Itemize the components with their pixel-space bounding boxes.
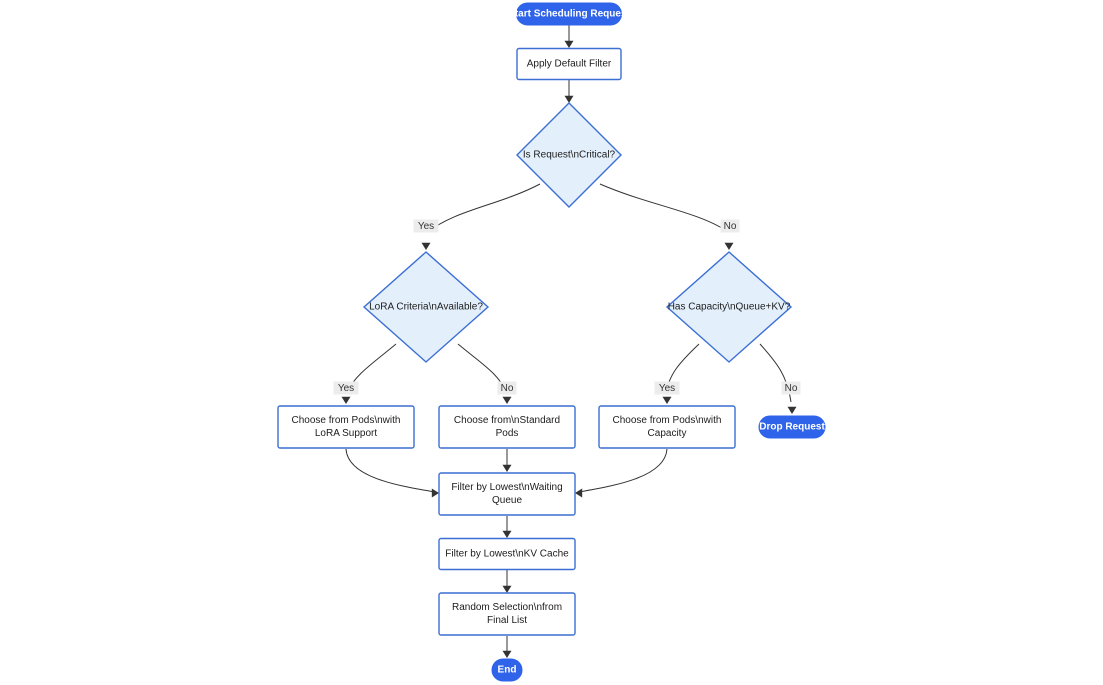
node-label: Pods (496, 428, 519, 439)
edge-arrowhead (502, 464, 512, 472)
edge-choose_standard_pods-to-filter_waiting_queue (502, 449, 512, 472)
node-has_capacity[interactable]: Has Capacity\nQueue+KV? (665, 251, 793, 363)
node-shape-diamond (516, 102, 622, 208)
edge-lora_criteria_available-to-choose_lora_pods (341, 343, 397, 404)
node-shape-stadium (516, 2, 622, 26)
node-end[interactable]: End (491, 658, 523, 682)
edge-has_capacity-to-choose_capacity_pods (662, 343, 700, 404)
node-is_request_critical[interactable]: Is Request\nCritical? (516, 102, 622, 208)
edge-is_request_critical-to-lora_criteria_available (421, 183, 541, 250)
node-start[interactable]: Start Scheduling Request (508, 2, 631, 26)
node-shape-rect (438, 405, 576, 449)
edge-arrowhead (564, 40, 574, 48)
node-shape-rect (438, 592, 576, 636)
edge-label-text: Yes (338, 383, 354, 394)
edge-arrowhead (341, 396, 351, 404)
edge-label-no-3: No (720, 219, 740, 233)
edge-lora_criteria_available-to-choose_standard_pods (457, 343, 512, 404)
node-shape-diamond (665, 251, 793, 363)
edge-arrowhead (575, 488, 583, 498)
node-label: LoRA Criteria\nAvailable? (369, 302, 483, 313)
edge-arrowhead (502, 650, 512, 658)
edge-apply_default_filter-to-is_request_critical (564, 80, 574, 103)
node-label: Apply Default Filter (527, 59, 612, 70)
edge-label-yes-2: Yes (413, 219, 439, 233)
node-label: Filter by Lowest\nWaiting (451, 482, 562, 493)
node-label: Start Scheduling Request (508, 9, 630, 20)
node-lora_criteria_available[interactable]: LoRA Criteria\nAvailable? (362, 251, 490, 363)
node-label: Is Request\nCritical? (523, 150, 616, 161)
node-label: Choose from Pods\nwith (613, 415, 722, 426)
edge-label-text: No (785, 383, 798, 394)
edge-arrowhead (662, 396, 672, 404)
node-shape-rect (277, 405, 415, 449)
edge-filter_waiting_queue-to-filter_kv_cache (502, 516, 512, 538)
edge-arrowhead (502, 585, 512, 593)
edge-label-text: No (501, 383, 514, 394)
node-shape-rect (438, 472, 576, 516)
node-shape-rect (516, 47, 622, 81)
edge-arrowhead (502, 396, 512, 404)
edge-label-yes-6: Yes (654, 381, 680, 395)
edge-label-no-5: No (497, 381, 517, 395)
node-apply_default_filter[interactable]: Apply Default Filter (516, 47, 622, 81)
edge-label-text: No (724, 221, 737, 232)
edge-has_capacity-to-drop_request (759, 343, 797, 414)
edge-choose_lora_pods-to-filter_waiting_queue (345, 448, 439, 498)
node-label: Random Selection\nfrom (452, 602, 562, 613)
node-filter_kv_cache[interactable]: Filter by Lowest\nKV Cache (438, 537, 576, 571)
node-label: Final List (487, 615, 527, 626)
node-shape-diamond (362, 251, 490, 363)
node-label: Queue (492, 495, 522, 506)
edge-arrowhead (724, 242, 734, 250)
node-label: Has Capacity\nQueue+KV? (668, 302, 791, 313)
edge-arrowhead (564, 95, 574, 103)
edge-start-to-apply_default_filter (564, 25, 574, 48)
node-label: Choose from Pods\nwith (292, 415, 401, 426)
node-label: Filter by Lowest\nKV Cache (445, 549, 569, 560)
edge-label-no-7: No (781, 381, 801, 395)
node-shape-stadium (758, 415, 826, 439)
edge-arrowhead (787, 406, 797, 414)
node-shape-rect (598, 405, 736, 449)
edge-arrowhead (502, 530, 512, 538)
edge-random_selection-to-end (502, 636, 512, 658)
node-label: End (498, 665, 517, 676)
node-label: LoRA Support (315, 428, 377, 439)
node-shape-stadium (491, 658, 523, 682)
node-label: Capacity (648, 428, 687, 439)
edge-arrowhead (421, 242, 431, 250)
edge-choose_capacity_pods-to-filter_waiting_queue (575, 448, 668, 498)
node-label: Drop Request (759, 422, 825, 433)
edge-label-text: Yes (659, 383, 675, 394)
edge-filter_kv_cache-to-random_selection (502, 570, 512, 593)
edge-arrowhead (431, 488, 439, 498)
edges-layer (341, 25, 797, 658)
edge-label-yes-4: Yes (333, 381, 359, 395)
node-label: Choose from\nStandard (454, 415, 560, 426)
node-shape-rect (438, 537, 576, 571)
node-drop_request[interactable]: Drop Request (758, 415, 826, 439)
edge-is_request_critical-to-has_capacity (599, 183, 734, 250)
edge-label-text: Yes (418, 221, 434, 232)
